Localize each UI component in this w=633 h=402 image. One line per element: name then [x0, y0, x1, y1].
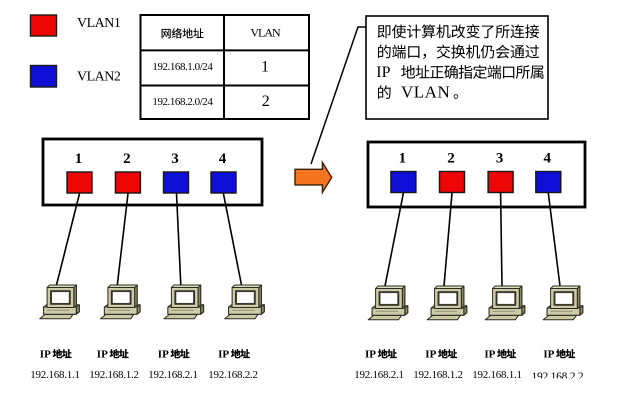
svg-text:VLAN: VLAN [250, 26, 281, 40]
svg-text:IP: IP [425, 349, 436, 361]
svg-text:2: 2 [262, 93, 270, 110]
svg-text:IP: IP [484, 349, 495, 361]
svg-text:VLAN2: VLAN2 [77, 70, 121, 85]
svg-text:IP: IP [40, 349, 51, 361]
svg-text:192.168.1.0/24: 192.168.1.0/24 [152, 61, 213, 73]
svg-text:IP: IP [543, 349, 554, 361]
svg-text:192.168.2.1: 192.168.2.1 [148, 369, 198, 381]
svg-text:192.168.1.1: 192.168.1.1 [472, 369, 522, 381]
svg-text:IP: IP [365, 349, 376, 361]
svg-text:192.168.2.2: 192.168.2.2 [208, 369, 258, 381]
svg-text:3: 3 [496, 151, 504, 167]
svg-text:2: 2 [447, 151, 455, 167]
svg-text:IP: IP [158, 349, 169, 361]
svg-text:IP: IP [376, 64, 390, 81]
svg-text:VLAN1: VLAN1 [77, 16, 121, 31]
svg-text:2: 2 [123, 151, 131, 167]
svg-text:192.168.2.0/24: 192.168.2.0/24 [152, 96, 213, 108]
svg-text:192.168.1.2: 192.168.1.2 [413, 369, 463, 381]
svg-text:192.168.2.1: 192.168.2.1 [354, 369, 404, 381]
svg-text:192.168.1.1: 192.168.1.1 [30, 369, 80, 381]
svg-text:4: 4 [219, 151, 227, 167]
svg-text:3: 3 [171, 151, 179, 167]
svg-text:IP: IP [97, 349, 108, 361]
svg-text:VLAN: VLAN [401, 82, 450, 101]
svg-text:4: 4 [544, 151, 552, 167]
svg-text:IP: IP [218, 349, 229, 361]
svg-text:1: 1 [399, 151, 407, 167]
svg-text:192.168.1.2: 192.168.1.2 [89, 369, 139, 381]
svg-text:1: 1 [261, 59, 269, 76]
svg-text:1: 1 [75, 151, 83, 167]
